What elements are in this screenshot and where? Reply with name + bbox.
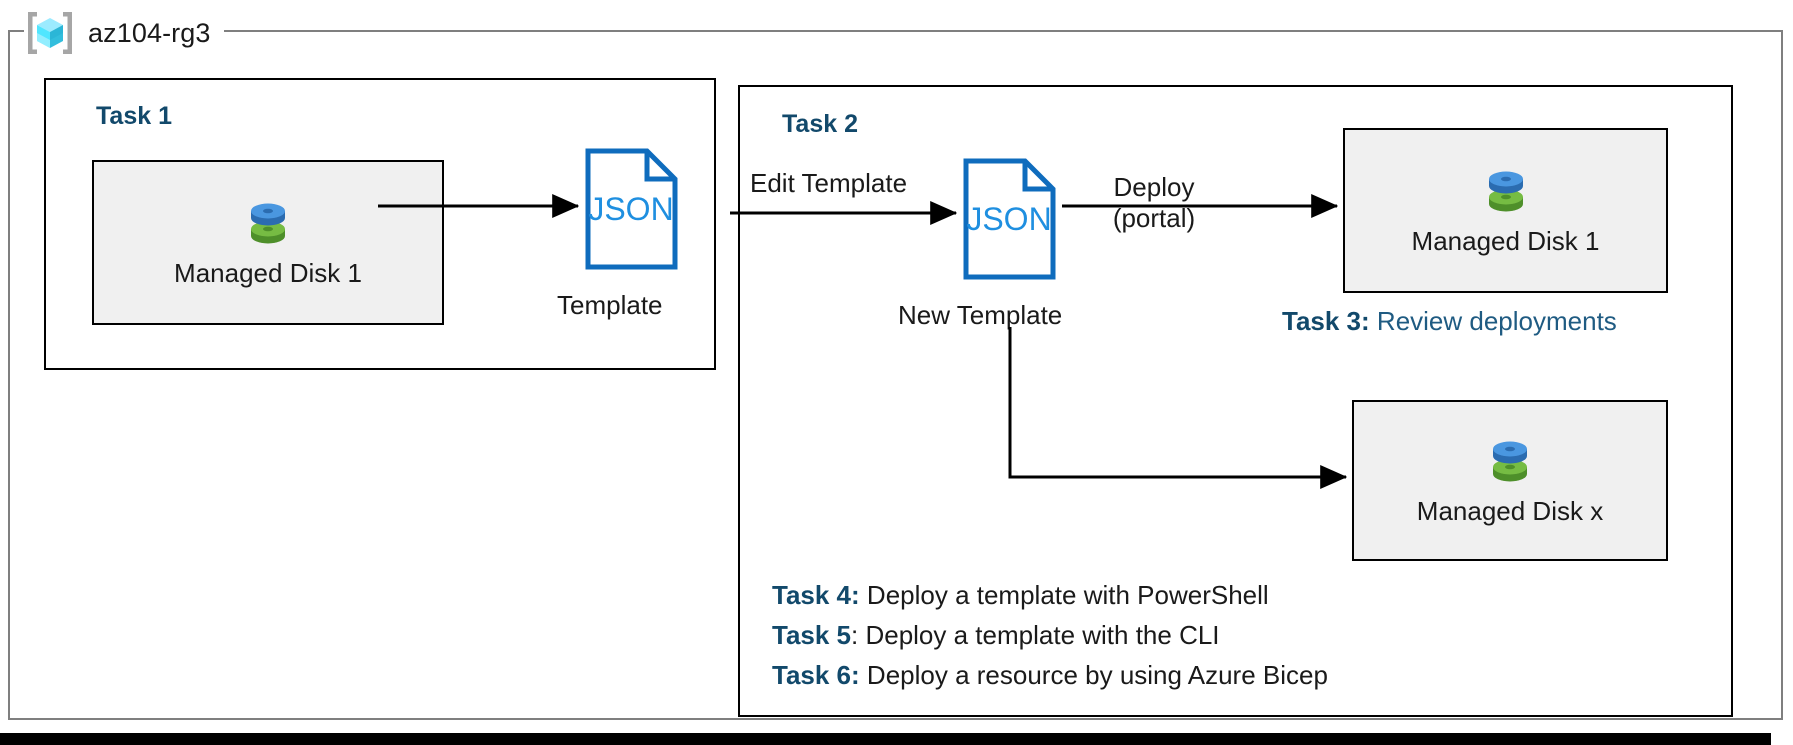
task-2-heading: Task 2 <box>782 110 858 138</box>
managed-disk-icon <box>1488 171 1523 212</box>
managed-disk-icon <box>251 203 285 244</box>
task-3-description: Review deployments <box>1369 306 1617 336</box>
json-doc-label: JSON <box>966 201 1051 237</box>
task-4-note: Task 4: Deploy a template with PowerShel… <box>772 580 1269 611</box>
edge-label-edit-template: Edit Template <box>750 168 908 198</box>
task-1-heading: Task 1 <box>96 102 172 130</box>
bottom-edge-strip <box>0 733 1793 745</box>
task-5-note: Task 5: Deploy a template with the CLI <box>772 620 1220 651</box>
deploy-label-line1: Deploy <box>1113 172 1195 202</box>
resource-group-frame <box>8 30 1783 720</box>
bottom-edge-gap <box>1771 731 1793 745</box>
deploy-label-line2: (portal) <box>1112 202 1196 233</box>
json-doc-label: JSON <box>588 191 673 227</box>
task-5-description: : Deploy a template with the CLI <box>851 620 1220 650</box>
task-3-tag: Task 3: <box>1282 306 1370 336</box>
task-5-tag: Task 5 <box>772 620 852 650</box>
resource-label: Managed Disk x <box>1416 496 1604 526</box>
task-4-tag: Task 4: <box>772 580 860 610</box>
template-1-caption: Template <box>557 290 663 320</box>
json-file-icon-template: JSON <box>585 148 678 270</box>
resource-label: Managed Disk 1 <box>174 258 362 288</box>
resource-group-name: az104-rg3 <box>88 17 211 48</box>
azure-resource-group-icon <box>24 9 76 57</box>
task-6-tag: Task 6: <box>772 660 860 690</box>
task-6-note: Task 6: Deploy a resource by using Azure… <box>772 660 1328 691</box>
template-2-caption: New Template <box>898 300 1063 330</box>
task-4-description: Deploy a template with PowerShell <box>859 580 1269 610</box>
resource-group-header: az104-rg3 <box>24 9 225 57</box>
resource-label: Managed Disk 1 <box>1411 226 1600 256</box>
json-file-icon-new-template: JSON <box>963 158 1056 280</box>
task-6-description: Deploy a resource by using Azure Bicep <box>859 660 1328 690</box>
task-3-note: Task 3: Review deployments <box>1282 306 1617 337</box>
resource-managed-disk-1: Managed Disk 1 <box>92 160 444 325</box>
resource-managed-disk-1-deployed: Managed Disk 1 <box>1343 128 1668 293</box>
managed-disk-icon <box>1493 441 1527 482</box>
resource-managed-disk-x: Managed Disk x <box>1352 400 1668 561</box>
edge-label-deploy-portal: Deploy (portal) <box>1100 172 1208 233</box>
